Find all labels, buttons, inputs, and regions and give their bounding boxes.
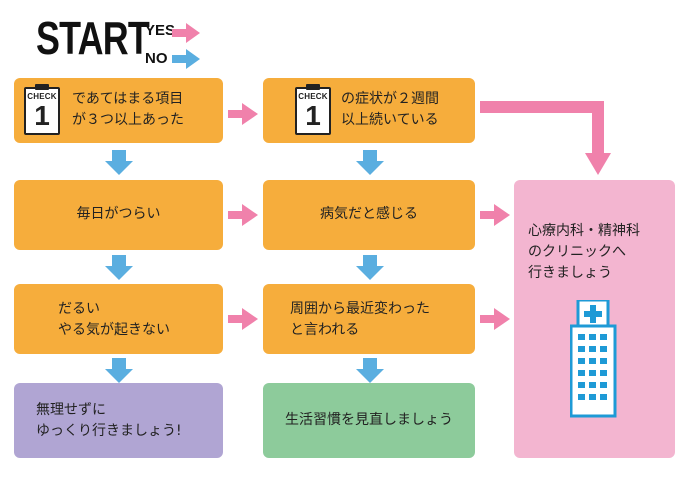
flow-box-daily-hard: 毎日がつらい <box>14 180 223 250</box>
right-arrow-yes <box>228 103 258 125</box>
flow-box-others-noticed-change: 周囲から最近変わった と言われる <box>263 284 475 354</box>
start-title: START <box>36 12 150 64</box>
right-arrow-yes <box>480 308 510 330</box>
down-arrow-no <box>356 150 384 175</box>
flow-box-text: 周囲から最近変わった と言われる <box>290 301 430 338</box>
elbow-arrow-head-yes <box>585 153 611 175</box>
result-box-text: 無理せずに ゆっくり行きましょう! <box>36 402 182 439</box>
down-arrow-no <box>356 358 384 383</box>
check-1-icon: CHECK 1 <box>295 84 331 135</box>
legend-no-label: NO <box>145 50 168 67</box>
result-box-text: 心療内科・精神科 のクリニックへ 行きましょう <box>528 223 640 281</box>
check-label: CHECK <box>27 92 57 101</box>
result-box-take-it-easy: 無理せずに ゆっくり行きましょう! <box>14 383 223 458</box>
check-1-icon: CHECK 1 <box>24 84 60 135</box>
flow-box-text: 毎日がつらい <box>76 206 161 222</box>
right-arrow-yes <box>228 308 258 330</box>
down-arrow-no <box>105 150 133 175</box>
check-number: 1 <box>305 100 321 131</box>
down-arrow-no <box>356 255 384 280</box>
down-arrow-no <box>105 358 133 383</box>
down-arrow-no <box>105 255 133 280</box>
flow-box-symptoms-two-weeks: CHECK 1 の症状が２週間 以上続いている <box>263 78 475 143</box>
result-box-review-lifestyle: 生活習慣を見直しましょう <box>263 383 475 458</box>
elbow-arrow-yes <box>480 101 604 155</box>
legend-yes-label: YES <box>145 22 176 39</box>
flow-box-text: であてはまる項目 が３つ以上あった <box>72 91 184 128</box>
check-number: 1 <box>34 100 50 131</box>
flow-box-text: だるい やる気が起きない <box>58 301 170 338</box>
flow-box-feel-ill: 病気だと感じる <box>263 180 475 250</box>
flow-box-text: の症状が２週間 以上続いている <box>341 91 439 128</box>
hospital-building-icon <box>570 300 617 418</box>
check-label: CHECK <box>298 92 328 101</box>
flow-box-tired-unmotivated: だるい やる気が起きない <box>14 284 223 354</box>
flow-box-text: 病気だと感じる <box>320 206 418 222</box>
flow-box-check-three-items: CHECK 1 であてはまる項目 が３つ以上あった <box>14 78 223 143</box>
right-arrow-yes <box>228 204 258 226</box>
legend-yes-arrow <box>172 23 200 43</box>
right-arrow-yes <box>480 204 510 226</box>
legend-no-arrow <box>172 49 200 69</box>
result-box-text: 生活習慣を見直しましょう <box>285 412 453 428</box>
